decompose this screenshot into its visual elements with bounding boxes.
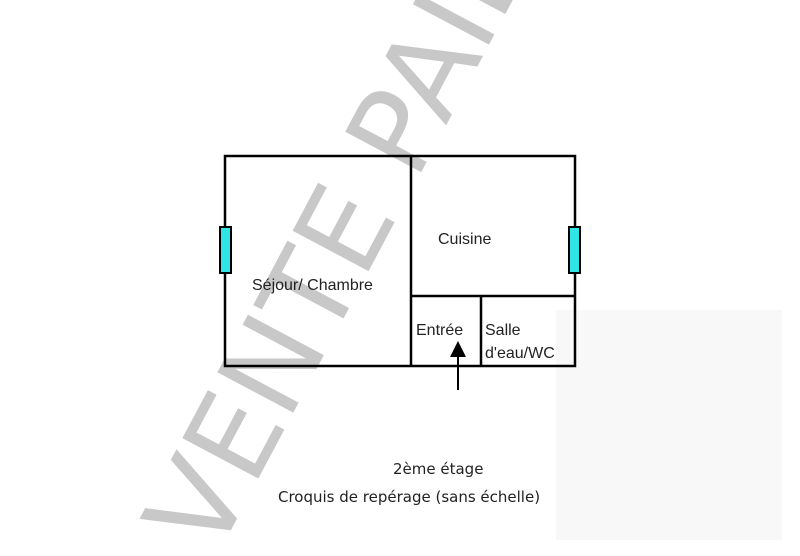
- entrance-arrow-icon: [450, 341, 466, 390]
- floor-caption: 2ème étage: [393, 460, 484, 478]
- background-panel: [556, 310, 782, 540]
- room-label-salle-1: Salle: [485, 322, 521, 339]
- room-label-salle-2: d'eau/WC: [485, 345, 555, 362]
- room-label-entree: Entrée: [416, 322, 463, 339]
- sketch-note: Croquis de repérage (sans échelle): [278, 488, 541, 506]
- room-label-cuisine: Cuisine: [438, 231, 491, 248]
- window-right-icon: [568, 226, 581, 274]
- room-label-sejour: Séjour/ Chambre: [252, 277, 373, 294]
- window-left-icon: [219, 226, 232, 274]
